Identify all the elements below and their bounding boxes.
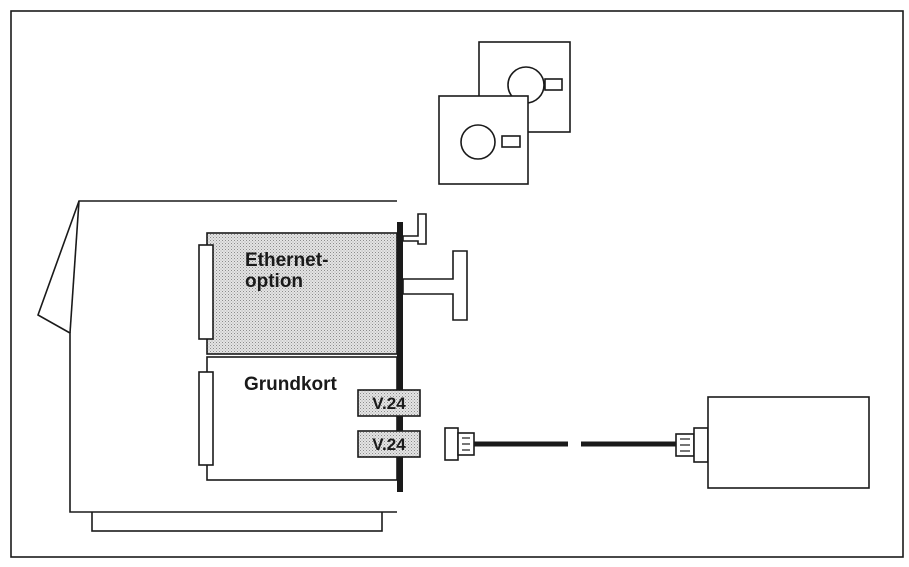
ethernet-card-edge-connector bbox=[198, 244, 214, 340]
floppy-disk-front bbox=[438, 95, 529, 185]
rear-panel bbox=[397, 222, 403, 492]
ethernet-connectors bbox=[402, 213, 468, 321]
base-card-label: Grundkort bbox=[244, 374, 338, 395]
v24-port-lower bbox=[357, 430, 421, 458]
v24-port-upper-label: V.24 bbox=[372, 394, 406, 413]
external-device bbox=[707, 396, 870, 489]
base-card-edge-connector bbox=[198, 371, 214, 466]
serial-cable bbox=[444, 427, 709, 463]
base-card bbox=[198, 356, 398, 481]
floppy-disks-icon bbox=[438, 41, 571, 185]
small-t-connector bbox=[402, 213, 427, 245]
figure-frame bbox=[10, 10, 904, 558]
large-t-connector bbox=[402, 250, 468, 321]
cable-connector-right bbox=[693, 427, 709, 463]
ethernet-option-label-line2: option bbox=[245, 271, 303, 292]
v24-port-upper bbox=[357, 389, 421, 417]
ethernet-option-label-line1: Ethernet- bbox=[245, 250, 328, 271]
v24-ports bbox=[357, 389, 421, 458]
cable-connector-left bbox=[444, 427, 459, 461]
ethernet-option-card bbox=[198, 232, 398, 355]
chassis-base bbox=[91, 509, 383, 532]
v24-port-lower-label: V.24 bbox=[372, 435, 406, 454]
